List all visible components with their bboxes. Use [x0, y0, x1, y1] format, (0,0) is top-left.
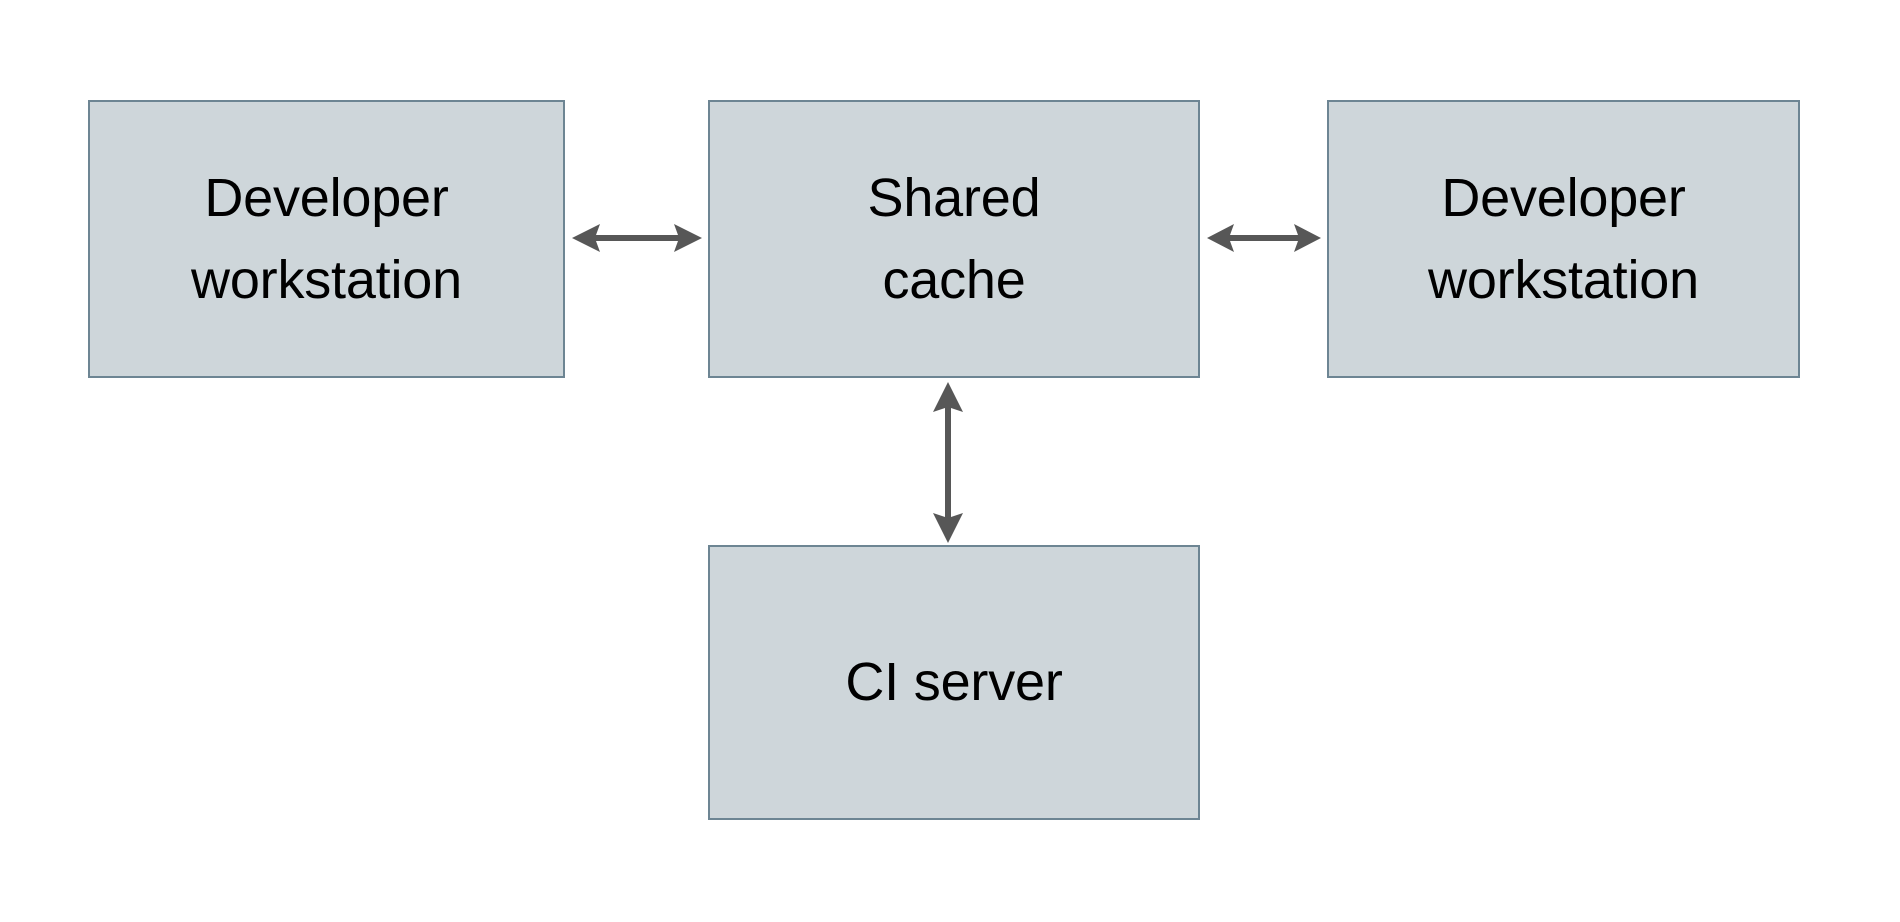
double-headed-arrow-horizontal-icon — [1207, 224, 1321, 252]
node-developer-workstation-left[interactable]: Developer workstation — [88, 100, 565, 378]
node-label: Shared cache — [867, 167, 1041, 310]
double-headed-arrow-horizontal-icon — [572, 224, 702, 252]
double-headed-arrow-vertical-icon — [933, 382, 963, 543]
node-label: CI server — [845, 652, 1063, 713]
edge-shared-cache-to-developer-workstation-right[interactable] — [1201, 216, 1327, 260]
node-ci-server[interactable]: CI server — [708, 545, 1200, 820]
node-developer-workstation-right[interactable]: Developer workstation — [1327, 100, 1800, 378]
node-label: Developer workstation — [191, 167, 462, 310]
edge-shared-cache-to-ci-server[interactable] — [926, 379, 970, 546]
node-label: Developer workstation — [1428, 167, 1699, 310]
node-shared-cache[interactable]: Shared cache — [708, 100, 1200, 378]
edge-developer-workstation-left-to-shared-cache[interactable] — [566, 216, 708, 260]
